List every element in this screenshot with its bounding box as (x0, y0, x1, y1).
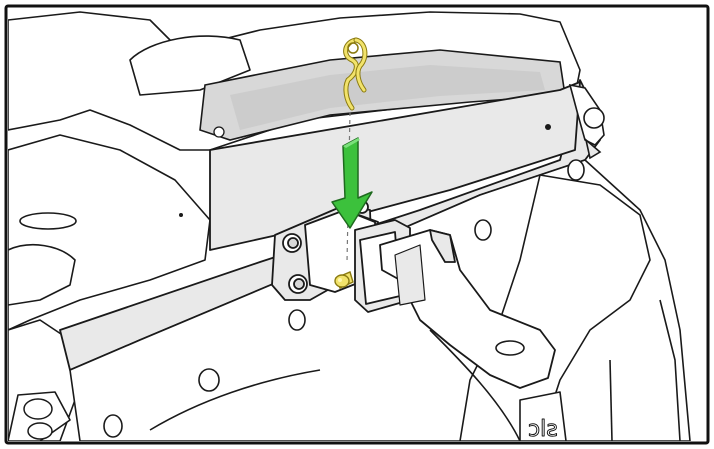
left-mounts (23, 398, 53, 440)
hitch-pin-clip-icon (343, 37, 368, 111)
svg-text:ɔlƨ: ɔlƨ (528, 417, 558, 442)
ball-mount-drawbar (379, 229, 556, 389)
side-bracket (568, 83, 605, 160)
down-arrow-icon (331, 137, 373, 229)
hitch-pin-icon (334, 271, 354, 289)
